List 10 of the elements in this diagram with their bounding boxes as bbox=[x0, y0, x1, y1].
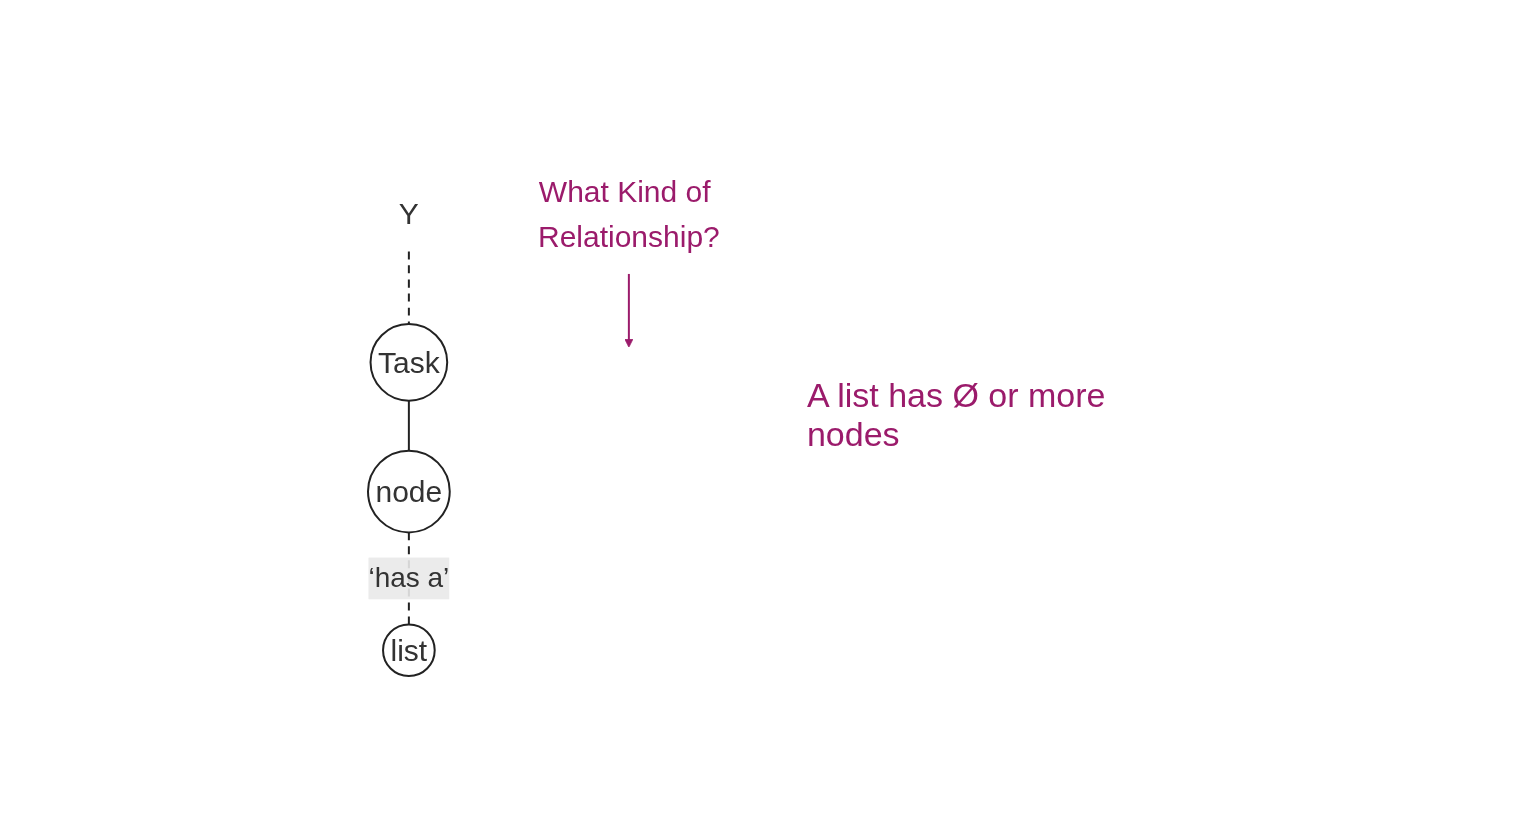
edge-label: ‘has a’ bbox=[368, 562, 450, 594]
node-circle: Task bbox=[369, 322, 449, 402]
note-text: A list has Ø or more nodes bbox=[806, 376, 1107, 454]
arrow bbox=[624, 272, 634, 348]
node-text: What Kind of Relationship? bbox=[538, 174, 720, 253]
node-circle: list bbox=[382, 623, 436, 678]
node-circle: node bbox=[367, 449, 451, 534]
connector bbox=[407, 250, 410, 325]
connector bbox=[407, 399, 410, 452]
node-text: Y bbox=[398, 197, 419, 231]
